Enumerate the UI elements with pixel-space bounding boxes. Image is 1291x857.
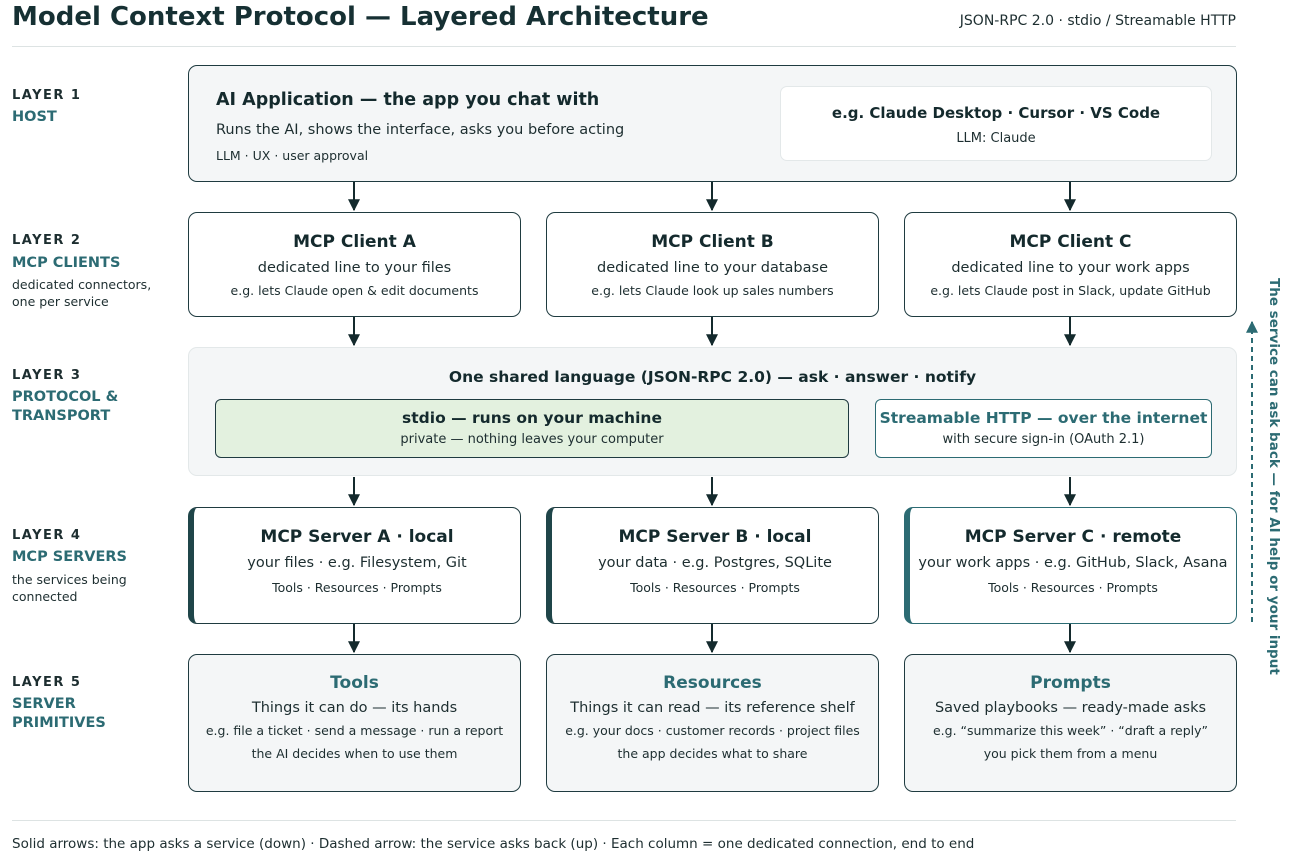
stdio-description: private — nothing leaves your computer <box>400 432 664 447</box>
client-b-box: MCP Client B dedicated line to your data… <box>546 212 879 317</box>
layer-2-description: dedicated connectors, one per service <box>12 277 152 309</box>
protocol-title: One shared language (JSON-RPC 2.0) — ask… <box>448 368 977 386</box>
primitive-description: Things it can read — its reference shelf <box>570 700 855 716</box>
primitive-prompts-box: Prompts Saved playbooks — ready-made ask… <box>904 654 1237 792</box>
primitive-resources-box: Resources Things it can read — its refer… <box>546 654 879 792</box>
server-title: MCP Server C · remote <box>964 527 1182 547</box>
layer-4-number: LAYER 4 <box>12 528 82 543</box>
server-description: your work apps · e.g. GitHub, Slack, Asa… <box>918 555 1228 571</box>
layer-4-description: the services being connected <box>12 572 127 604</box>
primitive-example: e.g. “summarize this week” · “draft a re… <box>932 723 1209 738</box>
client-description: dedicated line to your database <box>596 260 829 276</box>
layer-2-name: MCP CLIENTS <box>12 255 121 271</box>
http-transport-box: Streamable HTTP — over the internet with… <box>875 399 1212 458</box>
host-examples: e.g. Claude Desktop · Cursor · VS Code <box>831 104 1161 122</box>
layer-3-number: LAYER 3 <box>12 368 82 383</box>
primitive-title: Resources <box>663 673 762 693</box>
server-primitives: Tools · Resources · Prompts <box>272 580 442 595</box>
primitive-example: e.g. your docs · customer records · proj… <box>565 723 860 738</box>
host-tags: LLM · UX · user approval <box>216 148 369 163</box>
client-title: MCP Client C <box>1009 232 1132 252</box>
page-title: Model Context Protocol — Layered Archite… <box>12 2 709 32</box>
arrows-host-to-clients <box>348 182 1076 212</box>
layer-5-name: SERVER PRIMITIVES <box>12 696 106 731</box>
layer-1-number: LAYER 1 <box>12 88 82 103</box>
primitive-title: Prompts <box>1030 673 1111 693</box>
server-title: MCP Server B · local <box>618 527 812 547</box>
layer-3-name: PROTOCOL & TRANSPORT <box>12 389 119 424</box>
host-title: AI Application — the app you chat with <box>216 90 600 110</box>
http-title: Streamable HTTP — over the internet <box>879 409 1208 427</box>
server-b-box: MCP Server B · local your data · e.g. Po… <box>546 507 879 624</box>
primitive-note: the AI decides when to use them <box>251 746 458 761</box>
header-divider <box>12 46 1236 47</box>
client-title: MCP Client A <box>293 232 416 252</box>
client-example: e.g. lets Claude look up sales numbers <box>591 283 834 298</box>
footer-legend: Solid arrows: the app asks a service (do… <box>12 836 975 852</box>
client-example: e.g. lets Claude post in Slack, update G… <box>930 283 1211 298</box>
client-title: MCP Client B <box>651 232 774 252</box>
primitive-note: the app decides what to share <box>617 746 808 761</box>
footer-divider <box>12 820 1236 821</box>
host-examples-card: e.g. Claude Desktop · Cursor · VS Code L… <box>780 86 1212 161</box>
primitive-example: e.g. file a ticket · send a message · ru… <box>205 723 504 738</box>
primitive-title: Tools <box>330 673 379 693</box>
primitive-note: you pick them from a menu <box>983 746 1158 761</box>
host-llm: LLM: Claude <box>956 131 1036 146</box>
protocol-panel: One shared language (JSON-RPC 2.0) — ask… <box>188 347 1237 476</box>
arrows-clients-to-protocol <box>348 317 1076 347</box>
ask-back-note-text: The service can ask back — for AI help o… <box>1266 278 1282 675</box>
ask-back-note: The service can ask back — for AI help o… <box>1266 278 1286 675</box>
server-description: your files · e.g. Filesystem, Git <box>247 555 467 571</box>
server-title: MCP Server A · local <box>260 527 454 547</box>
server-description: your data · e.g. Postgres, SQLite <box>598 555 832 571</box>
layer-5-number: LAYER 5 <box>12 675 82 690</box>
primitive-description: Things it can do — its hands <box>251 700 458 716</box>
primitive-tools-box: Tools Things it can do — its hands e.g. … <box>188 654 521 792</box>
client-description: dedicated line to your files <box>257 260 452 276</box>
primitive-description: Saved playbooks — ready-made asks <box>934 700 1207 716</box>
layer-2-number: LAYER 2 <box>12 233 82 248</box>
client-c-box: MCP Client C dedicated line to your work… <box>904 212 1237 317</box>
layer-1-name: HOST <box>12 109 57 125</box>
client-description: dedicated line to your work apps <box>951 260 1190 276</box>
server-primitives: Tools · Resources · Prompts <box>630 580 800 595</box>
arrows-protocol-to-servers <box>348 477 1076 507</box>
layer-4-name: MCP SERVERS <box>12 549 127 565</box>
page-subtitle: JSON-RPC 2.0 · stdio / Streamable HTTP <box>959 13 1236 29</box>
server-a-box: MCP Server A · local your files · e.g. F… <box>188 507 521 624</box>
server-primitives: Tools · Resources · Prompts <box>988 580 1158 595</box>
stdio-transport-box: stdio — runs on your machine private — n… <box>215 399 849 458</box>
server-c-box: MCP Server C · remote your work apps · e… <box>904 507 1237 624</box>
stdio-title: stdio — runs on your machine <box>402 409 662 427</box>
arrows-servers-to-primitives <box>348 624 1076 654</box>
client-example: e.g. lets Claude open & edit documents <box>230 283 479 298</box>
http-description: with secure sign-in (OAuth 2.1) <box>942 432 1145 447</box>
host-description: Runs the AI, shows the interface, asks y… <box>216 122 625 138</box>
host-box: AI Application — the app you chat with R… <box>188 65 1237 182</box>
client-a-box: MCP Client A dedicated line to your file… <box>188 212 521 317</box>
